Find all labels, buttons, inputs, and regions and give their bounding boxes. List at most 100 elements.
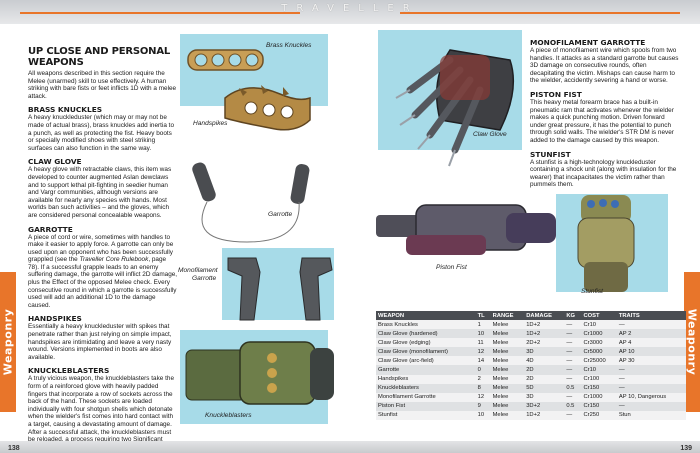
weapons-table: WEAPON TL RANGE DAMAGE KG COST TRAITS Br…	[376, 311, 686, 421]
table-cell: AP 10	[616, 347, 686, 357]
header-accent-line-right	[400, 12, 680, 14]
rulebook-title: Traveller Core Rulebook	[79, 256, 149, 264]
piston-fist-illustration	[376, 204, 556, 255]
section-tab-left: Weaponry	[0, 272, 16, 412]
table-cell: 11	[475, 338, 491, 348]
table-cell: Handspikes	[376, 374, 476, 384]
table-cell: 1D+2	[524, 410, 565, 421]
knuckleblasters-text: A truly vicious weapon, the knuckleblast…	[28, 375, 174, 450]
piston-fist-heading: PISTON FIST	[530, 89, 582, 99]
table-cell: 4D	[524, 356, 565, 366]
table-cell: —	[564, 410, 582, 421]
brass-knuckles-text: A heavy knuckleduster (which may or may …	[28, 114, 174, 152]
table-cell: 2D	[524, 374, 565, 384]
col-header: DAMAGE	[524, 311, 565, 320]
knuckleblasters-label: Knuckleblasters	[205, 412, 252, 419]
section-tab-right-label: Weaponry	[685, 308, 699, 376]
page-number-right: 139	[680, 445, 692, 452]
table-cell: 5D	[524, 383, 565, 393]
table-cell: Cr10	[581, 320, 617, 330]
table-cell: AP 2	[616, 329, 686, 339]
mono-garrotte-label: Monofilament Garrotte	[178, 267, 218, 282]
header-title: TRAVELLER	[281, 3, 419, 14]
table-cell: —	[564, 338, 582, 348]
table-cell: 3D	[524, 392, 565, 402]
table-cell: 0.5	[564, 383, 582, 393]
col-header: KG	[564, 311, 582, 320]
header-accent-line-left	[20, 12, 300, 14]
page-footer: 138 139	[0, 441, 700, 453]
table-cell: AP 10, Dangerous	[616, 392, 686, 402]
table-cell: Cr100	[581, 374, 617, 384]
table-cell: Cr3000	[581, 338, 617, 348]
table-cell: —	[616, 383, 686, 393]
table-cell: Monofilament Garrotte	[376, 392, 476, 402]
table-cell: 14	[475, 356, 491, 366]
table-cell: 1D+2	[524, 320, 565, 330]
table-cell: —	[616, 320, 686, 330]
table-cell: Claw Glove (arc-field)	[376, 356, 476, 366]
table-cell: Stun	[616, 410, 686, 421]
piston-fist-label: Piston Fist	[436, 264, 467, 271]
right-text-column: MONOFILAMENT GARROTTE A piece of monofil…	[530, 38, 680, 189]
table-cell: —	[616, 365, 686, 375]
table-cell: Melee	[490, 383, 525, 393]
brass-knuckles-label: Brass Knuckles	[266, 42, 312, 49]
table-cell: —	[564, 392, 582, 402]
intro-paragraph: All weapons described in this section re…	[28, 70, 177, 100]
table-cell: Melee	[490, 410, 525, 421]
table-cell: —	[564, 347, 582, 357]
handspikes-heading: HANDSPIKES	[28, 314, 82, 324]
table-cell: 3D	[524, 347, 565, 357]
brass-knuckles-illustration	[187, 49, 311, 131]
claw-glove-label: Claw Glove	[473, 131, 507, 138]
table-cell: Cr250	[581, 410, 617, 421]
stunfist-label: Stunfist	[581, 288, 603, 295]
table-cell: 10	[475, 329, 491, 339]
claw-glove-heading: CLAW GLOVE	[28, 157, 82, 167]
table-cell: —	[564, 356, 582, 366]
claw-glove-text: A heavy glove with retractable claws, th…	[28, 166, 172, 219]
table-cell: —	[564, 365, 582, 375]
col-header: COST	[581, 311, 617, 320]
table-cell: 10	[475, 410, 491, 421]
section-tab-right: Weaponry	[684, 272, 700, 412]
table-cell: Claw Glove (monofilament)	[376, 347, 476, 357]
garrotte-heading: GARROTTE	[28, 224, 73, 234]
garrotte-illustration	[192, 162, 310, 243]
left-text-column: UP CLOSE AND PERSONAL WEAPONS All weapon…	[28, 46, 178, 451]
handspikes-label: Handspikes	[193, 120, 228, 127]
table-cell: Knuckleblasters	[376, 383, 476, 393]
table-header-row: WEAPON TL RANGE DAMAGE KG COST TRAITS	[376, 311, 686, 320]
table-cell: Stunfist	[376, 410, 476, 421]
col-header: RANGE	[490, 311, 525, 320]
table-cell: —	[564, 329, 582, 339]
table-cell: 2D+2	[524, 338, 565, 348]
table-cell: 0.5	[564, 401, 582, 411]
table-cell: Brass Knuckles	[376, 320, 476, 330]
table-cell: Melee	[490, 338, 525, 348]
table-cell: Piston Fist	[376, 401, 476, 411]
table-cell: 2	[475, 374, 491, 384]
table-cell: Claw Glove (hardened)	[376, 329, 476, 339]
table-cell: —	[564, 320, 582, 330]
table-cell: Cr150	[581, 401, 617, 411]
monofilament-garrotte-illustration	[227, 257, 333, 321]
garrotte-text: A piece of cord or wire, sometimes with …	[28, 233, 178, 309]
table-cell: 3D+2	[524, 401, 565, 411]
table-cell: Melee	[490, 392, 525, 402]
table-cell: Melee	[490, 356, 525, 366]
table-cell: —	[616, 401, 686, 411]
table-cell: Cr1000	[581, 329, 617, 339]
table-cell: 1D+2	[524, 329, 565, 339]
table-cell: AP 30	[616, 356, 686, 366]
